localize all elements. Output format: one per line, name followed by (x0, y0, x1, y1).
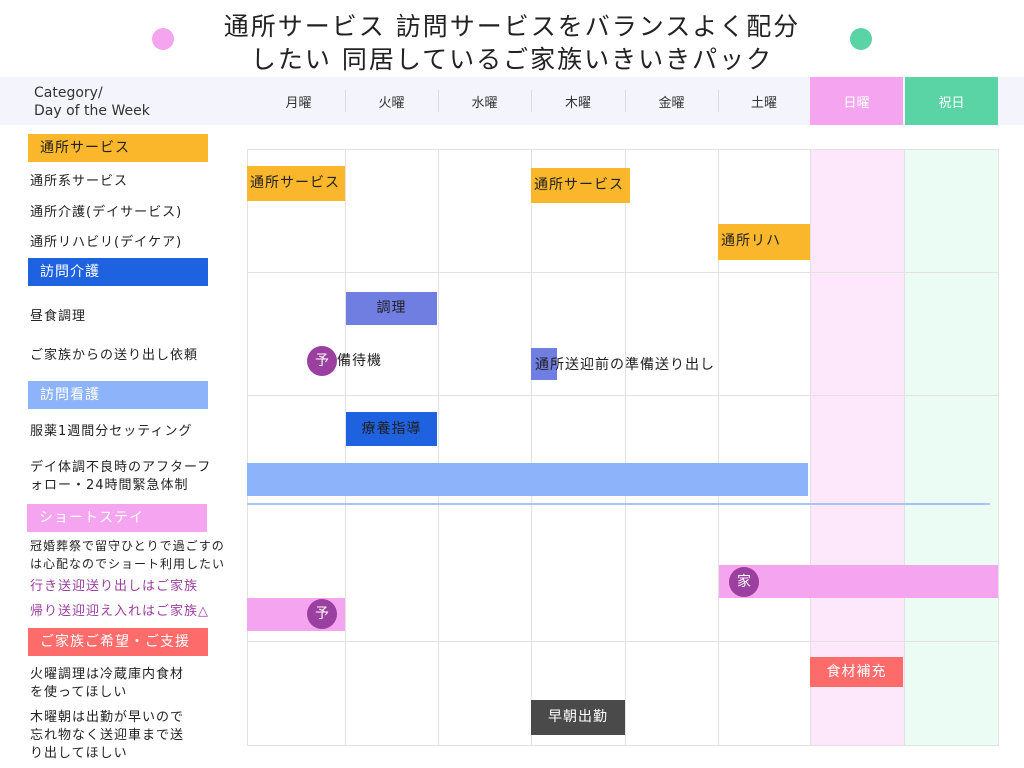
section-short-stay: ショートステイ (27, 504, 207, 532)
section-home-nursing: 訪問看護 (28, 381, 208, 409)
divider (718, 90, 719, 112)
section-home-care: 訪問介護 (28, 258, 208, 286)
divider (531, 90, 532, 112)
pink-dot-decoration (152, 28, 174, 50)
row-label: デイ体調不良時のアフターフォロー・24時間緊急体制 (30, 460, 212, 493)
day-fri: 金曜 (658, 95, 685, 111)
event-day-service-mon[interactable]: 通所サービス (247, 166, 345, 201)
grid-line (810, 149, 811, 746)
row-label: ご家族からの送り出し依頼 (30, 348, 199, 363)
event-rehab-sat[interactable]: 通所リハ (718, 224, 810, 260)
day-tue: 火曜 (378, 95, 405, 111)
grid-line (345, 149, 346, 746)
section-day-service: 通所サービス (28, 134, 208, 162)
event-emergency-support[interactable] (247, 463, 808, 496)
event-pickup-prep[interactable]: 通所送迎前の準備送り出し (535, 357, 715, 373)
event-cooking-tue[interactable]: 調理 (346, 292, 437, 325)
event-short-stay[interactable] (719, 565, 998, 598)
row-label: 冠婚葬祭で留守ひとりで過ごすのは心配なのでショート利用したい (30, 539, 226, 571)
section-family-requests: ご家族ご希望・ご支援 (28, 628, 208, 656)
event-early-work-thu[interactable]: 早朝出勤 (531, 700, 625, 735)
row-label: 服薬1週間分セッティング (30, 424, 193, 439)
day-sun: 日曜 (810, 77, 903, 125)
standby-badge: 予 (307, 346, 337, 376)
grid-line (625, 149, 626, 746)
row-label: 昼食調理 (30, 309, 87, 324)
row-label: 通所系サービス (30, 174, 129, 189)
sunday-column (810, 149, 904, 746)
day-holiday: 祝日 (905, 77, 998, 125)
divider (625, 90, 626, 112)
grid-line (247, 395, 998, 396)
grid-line (247, 149, 998, 150)
divider (438, 90, 439, 112)
row-label: 通所リハビリ(デイケア) (30, 235, 183, 250)
grid-line (247, 272, 998, 273)
green-dot-decoration (850, 28, 872, 50)
row-label: 木曜朝は出勤が早いので忘れ物なく送迎車まで送り出してほしい (30, 710, 185, 761)
day-mon: 月曜 (285, 95, 312, 111)
holiday-column (904, 149, 998, 746)
event-nursing-tue[interactable]: 療養指導 (346, 412, 437, 446)
grid-line (247, 149, 248, 746)
day-sat: 土曜 (750, 95, 777, 111)
page-title: 通所サービス 訪問サービスをバランスよく配分したい 同居しているご家族いきいきパ… (223, 12, 801, 74)
grid-line (438, 149, 439, 746)
day-thu: 木曜 (564, 95, 591, 111)
grid-line (998, 149, 999, 746)
category-header: Category/Day of the Week (34, 85, 150, 119)
row-label: 通所介護(デイサービス) (30, 205, 183, 220)
row-label: 帰り送迎迎え入れはご家族△ (30, 604, 209, 619)
event-standby[interactable]: 備待機 (337, 353, 382, 369)
plan-badge: 予 (307, 599, 337, 629)
row-label: 行き送迎送り出しはご家族 (30, 579, 199, 594)
event-day-service-thu[interactable]: 通所サービス (531, 168, 630, 203)
event-groceries-sun[interactable]: 食材補充 (810, 657, 903, 687)
section-divider (247, 503, 990, 505)
family-badge: 家 (729, 567, 759, 597)
day-wed: 水曜 (471, 95, 498, 111)
grid-line (531, 149, 532, 746)
grid-line (247, 745, 998, 746)
divider (345, 90, 346, 112)
grid-line (904, 149, 905, 746)
event-pickup-prep-bar[interactable] (531, 348, 557, 380)
grid-line (718, 149, 719, 746)
grid-line (247, 641, 998, 642)
row-label: 火曜調理は冷蔵庫内食材を使ってほしい (30, 667, 185, 700)
